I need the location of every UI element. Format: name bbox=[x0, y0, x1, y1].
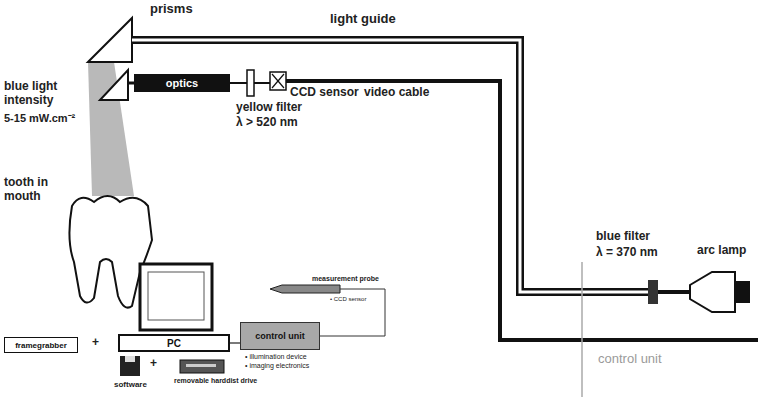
part-label: software bbox=[114, 380, 147, 389]
plus-sign: + bbox=[150, 357, 157, 371]
harddisk-drive bbox=[180, 360, 224, 373]
part-label: CCD sensor bbox=[290, 86, 359, 100]
probe-cable bbox=[320, 289, 385, 336]
part-label: removable harddist drive bbox=[174, 377, 257, 385]
light-guide-core bbox=[132, 40, 648, 292]
prism bbox=[88, 18, 132, 62]
arc-lamp-base bbox=[735, 281, 750, 303]
yellow-filter bbox=[247, 70, 254, 96]
value-label: λ > 520 nm bbox=[236, 116, 298, 130]
screen bbox=[148, 272, 204, 320]
bullet-item: • imaging electronics bbox=[245, 362, 309, 369]
light-guide bbox=[132, 40, 648, 292]
node-title: optics bbox=[166, 77, 198, 89]
part-label: measurement probe bbox=[312, 275, 379, 283]
connector-wire bbox=[230, 342, 240, 343]
value-label: 5-15 mW.cm⁻² bbox=[4, 112, 75, 125]
bullet-item: • illumination device bbox=[245, 353, 307, 360]
part-label: blue filter bbox=[596, 230, 650, 244]
value-label: λ = 370 nm bbox=[596, 246, 658, 260]
node-title: PC bbox=[167, 338, 181, 349]
measurement-probe bbox=[270, 285, 340, 293]
video-cable bbox=[286, 81, 758, 340]
part-label: yellow filter bbox=[236, 101, 302, 115]
arc-lamp bbox=[690, 272, 735, 312]
ccd-sensor bbox=[270, 72, 286, 90]
control-unit-box: control unit• illumination device• imagi… bbox=[240, 322, 320, 350]
plus-sign: + bbox=[92, 336, 99, 350]
note-label: blue light intensity bbox=[4, 80, 76, 108]
node-title: control unit bbox=[255, 331, 305, 341]
lamp-link bbox=[658, 290, 690, 294]
part-label: prisms bbox=[150, 2, 193, 17]
floppy-disk bbox=[120, 356, 140, 376]
blue-filter bbox=[648, 280, 658, 304]
pc-box: PC bbox=[118, 334, 230, 352]
monitor bbox=[140, 264, 212, 330]
part-label: video cable bbox=[364, 86, 429, 100]
prism bbox=[100, 70, 128, 100]
light-cone bbox=[88, 62, 134, 196]
part-label: tooth in mouth bbox=[4, 176, 62, 204]
control-unit-outline bbox=[581, 262, 583, 397]
optics-tube: optics bbox=[134, 74, 230, 92]
part-label: • CCD sensor bbox=[330, 296, 366, 303]
framegrabber-box: framegrabber bbox=[4, 337, 78, 353]
region-label: control unit bbox=[598, 352, 662, 367]
part-label: light guide bbox=[330, 12, 396, 27]
part-label: arc lamp bbox=[697, 244, 746, 258]
node-title: framegrabber bbox=[15, 341, 67, 350]
